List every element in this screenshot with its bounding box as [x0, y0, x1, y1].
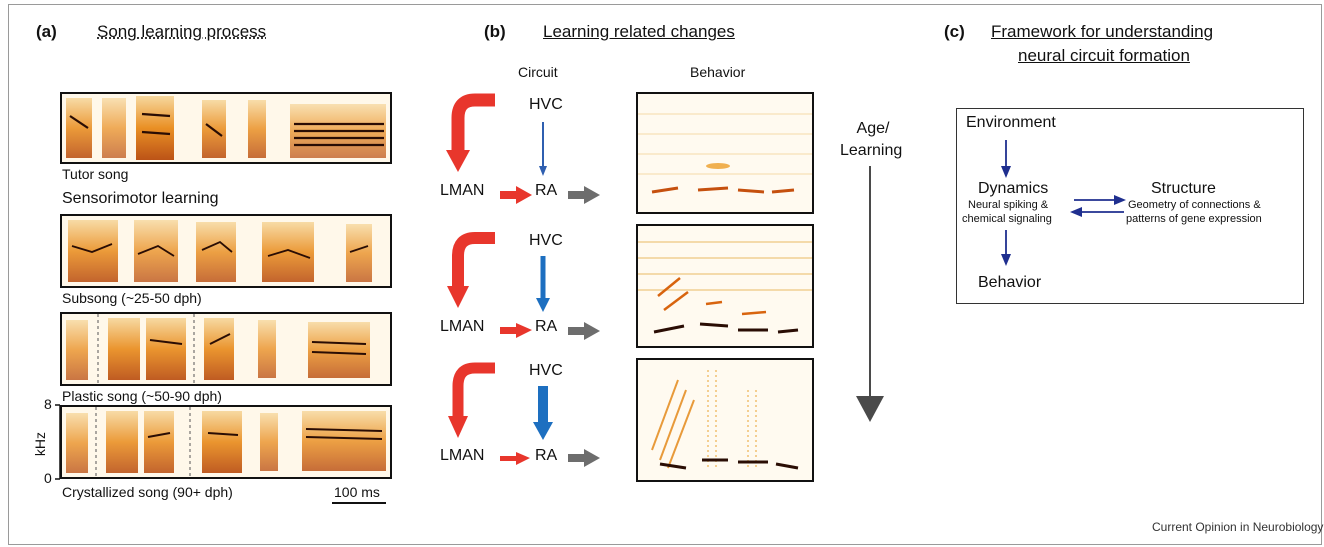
scale-bar-label: 100 ms: [334, 484, 380, 500]
figure-frame: [8, 4, 1322, 545]
lman-node: LMAN: [440, 318, 485, 335]
spectrogram-svg: [62, 216, 390, 286]
framework-box: [956, 108, 1304, 304]
spectrogram-svg: [638, 360, 812, 480]
behavior-spectrogram-2: [636, 224, 814, 348]
ra-node: RA: [535, 318, 558, 335]
behavior-header: Behavior: [690, 64, 746, 80]
panel-c-letter: (c): [944, 22, 965, 41]
crystallized-song-spectrogram: [60, 405, 392, 479]
age-label: Age/: [856, 120, 890, 137]
hvc-node: HVC: [529, 362, 563, 379]
tutor-song-label: Tutor song: [62, 166, 129, 182]
plastic-song-spectrogram: [60, 312, 392, 386]
subsong-label: Subsong (~25-50 dph): [62, 290, 202, 306]
spectrogram-svg: [62, 314, 390, 384]
journal-credit: Current Opinion in Neurobiology: [1152, 520, 1324, 534]
panel-a-title: Song learning process: [97, 22, 267, 41]
spectrogram-svg: [62, 407, 390, 477]
hvc-node: HVC: [529, 232, 563, 249]
plastic-song-label: Plastic song (~50-90 dph): [62, 388, 222, 404]
spectrogram-svg: [638, 94, 812, 212]
axis-max-label: 8: [44, 396, 52, 412]
circuit-arrows-row2: [447, 232, 600, 340]
environment-label: Environment: [966, 114, 1056, 131]
subsong-spectrogram: [60, 214, 392, 288]
dynamics-sub-2: chemical signaling: [962, 213, 1052, 225]
age-learning-arrow: [856, 166, 884, 422]
spectrogram-svg: [638, 226, 812, 346]
panel-c-title-line1: Framework for understanding: [991, 22, 1214, 41]
lman-node: LMAN: [440, 182, 485, 199]
circuit-arrows-row1: [446, 93, 600, 204]
behavior-spectrogram-1: [636, 92, 814, 214]
feedback-arrow: [451, 93, 495, 152]
lman-node: LMAN: [440, 447, 485, 464]
structure-label: Structure: [1151, 180, 1216, 197]
panel-c-title-line2: neural circuit formation: [1018, 46, 1190, 65]
behavior-outcome-label: Behavior: [978, 274, 1042, 291]
axis-unit-label: kHz: [32, 431, 49, 457]
axis-min-label: 0: [44, 470, 52, 486]
dynamics-label: Dynamics: [978, 180, 1049, 197]
ra-node: RA: [535, 447, 558, 464]
panel-b-letter: (b): [484, 22, 506, 41]
structure-sub-2: patterns of gene expression: [1126, 213, 1262, 225]
behavior-spectrogram-3: [636, 358, 814, 482]
circuit-header: Circuit: [518, 64, 558, 80]
hvc-node: HVC: [529, 96, 563, 113]
learning-label: Learning: [840, 142, 903, 159]
frequency-axis: [55, 404, 61, 480]
dynamics-sub-1: Neural spiking &: [968, 199, 1049, 211]
framework-arrows: [1001, 140, 1126, 266]
sensorimotor-label: Sensorimotor learning: [62, 190, 219, 207]
ra-node: RA: [535, 182, 558, 199]
crystallized-song-label: Crystallized song (90+ dph): [62, 484, 233, 500]
circuit-arrows-row3: [448, 362, 600, 467]
panel-b-title: Learning related changes: [543, 22, 735, 41]
scale-bar: [332, 502, 386, 504]
tutor-song-spectrogram: [60, 92, 392, 164]
structure-sub-1: Geometry of connections &: [1128, 199, 1261, 211]
spectrogram-svg: [62, 94, 390, 162]
panel-a-letter: (a): [36, 22, 57, 41]
